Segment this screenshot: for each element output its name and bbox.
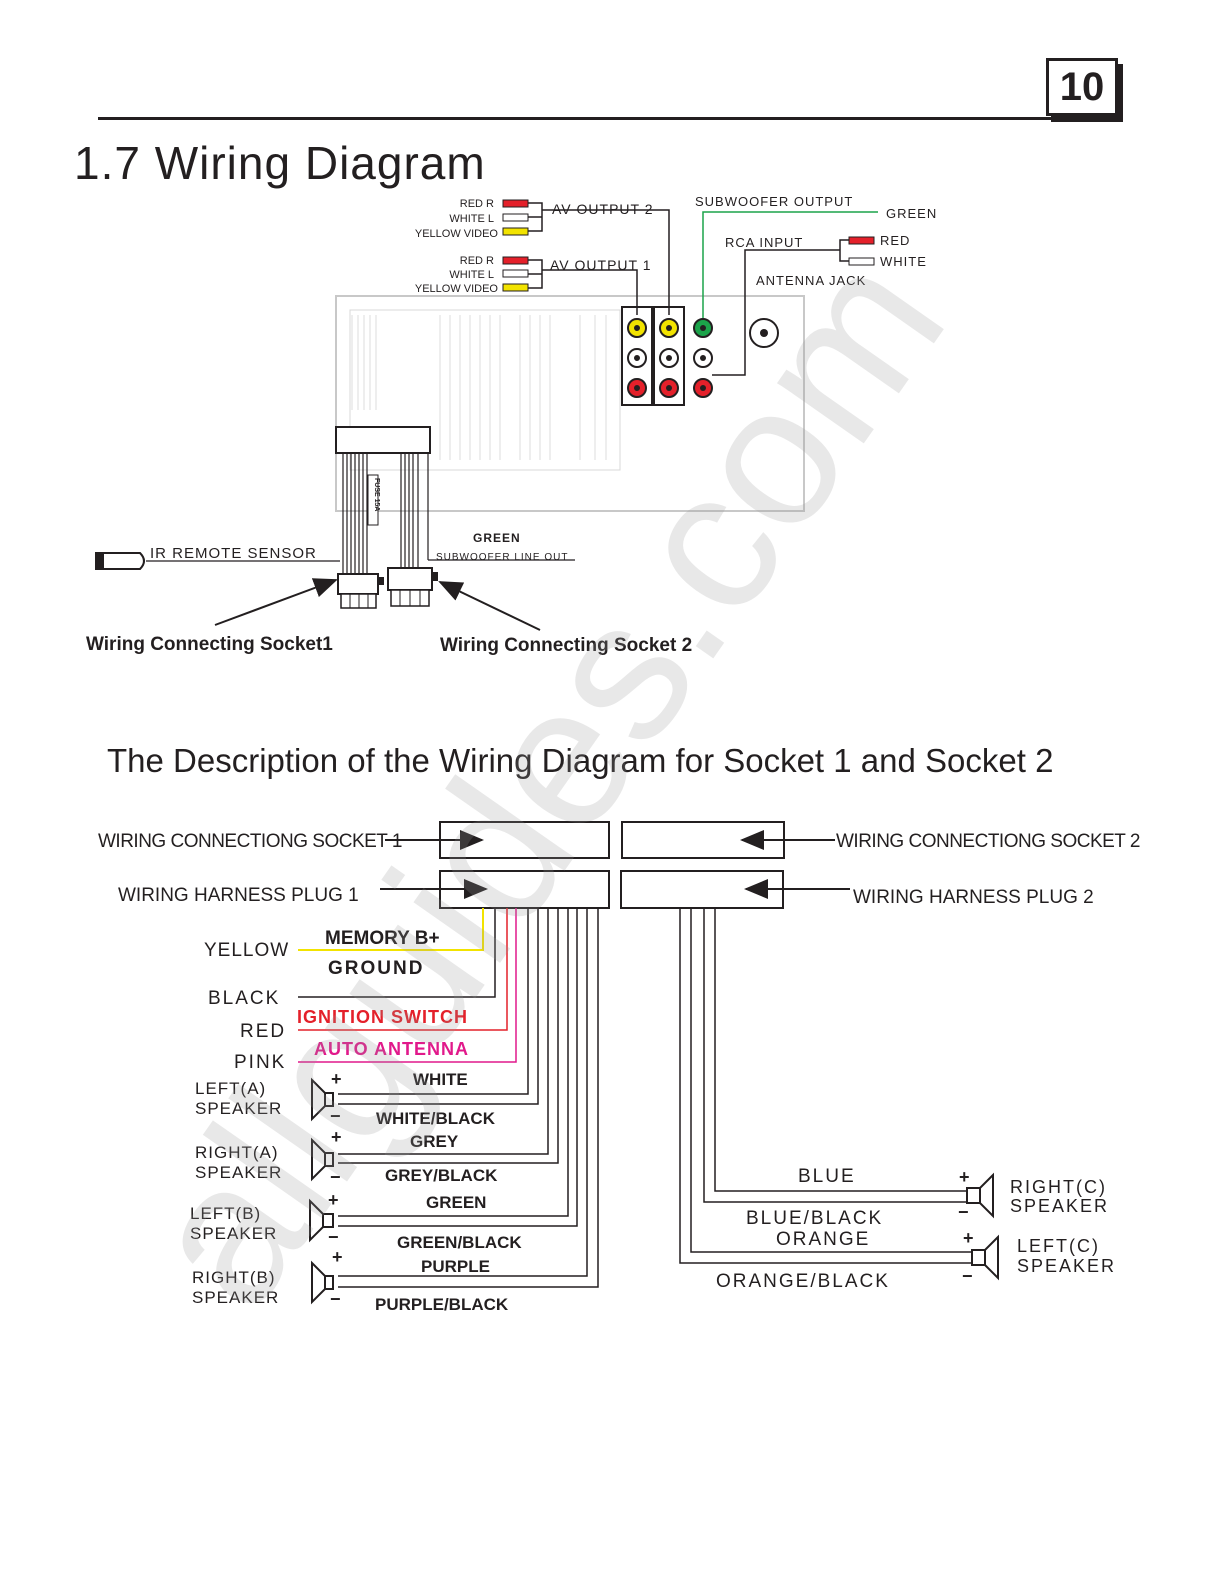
- diagram-subtitle: The Description of the Wiring Diagram fo…: [107, 742, 1054, 779]
- ir-remote-sensor: IR REMOTE SENSOR: [95, 545, 340, 570]
- plug1-wires: [298, 908, 599, 1288]
- wire-orange-black: ORANGE/BLACK: [716, 1271, 890, 1292]
- wire-color-pink: PINK: [234, 1052, 286, 1073]
- svg-text:−: −: [330, 1289, 341, 1309]
- header-rule: [98, 117, 1106, 120]
- subwoofer-output-color: GREEN: [886, 206, 937, 221]
- left-speakers: + − LEFT(A) SPEAKER WHITE WHITE/BLACK + …: [190, 1069, 522, 1314]
- svg-text:+: +: [963, 1228, 974, 1248]
- wire-green: GREEN: [426, 1193, 486, 1212]
- wire-function-ignition: IGNITION SWITCH: [297, 1007, 468, 1027]
- wire-white: WHITE: [413, 1070, 468, 1089]
- svg-text:+: +: [331, 1069, 342, 1089]
- svg-text:−: −: [958, 1202, 969, 1222]
- av-output-2: RED R WHITE L YELLOW VIDEO AV OUTPUT 2: [415, 198, 670, 315]
- speaker-left-b-line1: LEFT(B): [190, 1204, 261, 1223]
- page-number: 10: [1046, 58, 1118, 116]
- speaker-left-c-line1: LEFT(C): [1017, 1236, 1100, 1256]
- left-wire-labels: YELLOW MEMORY B+ BLACK GROUND RED IGNITI…: [204, 928, 469, 1073]
- speaker-right-a-line2: SPEAKER: [195, 1163, 282, 1182]
- wire-purple-black: PURPLE/BLACK: [375, 1295, 509, 1314]
- rca-input: RCA INPUT RED WHITE ANTENNA JACK: [712, 233, 927, 376]
- right-speakers: + − RIGHT(C) SPEAKER BLUE BLUE/BLACK + −…: [716, 1166, 1116, 1292]
- plug1-label: WIRING HARNESS PLUG 1: [118, 885, 359, 906]
- wire-color-black: BLACK: [208, 988, 280, 1009]
- socket1-label: WIRING CONNECTIONG SOCKET 1: [98, 831, 402, 852]
- av1-white-label: WHITE L: [449, 269, 494, 281]
- svg-text:−: −: [962, 1266, 973, 1286]
- speaker-left-b-line2: SPEAKER: [190, 1224, 277, 1243]
- socket-callouts: Wiring Connecting Socket1 Wiring Connect…: [86, 578, 692, 656]
- wire-green-black: GREEN/BLACK: [397, 1233, 522, 1252]
- rca-jacks: [627, 318, 779, 398]
- av-output-2-label: AV OUTPUT 2: [552, 201, 654, 217]
- svg-text:+: +: [331, 1127, 342, 1147]
- speaker-right-a-line1: RIGHT(A): [195, 1143, 279, 1162]
- wire-function-memory: MEMORY B+: [325, 928, 440, 949]
- wire-color-yellow: YELLOW: [204, 940, 289, 961]
- wire-blue: BLUE: [798, 1166, 856, 1187]
- speaker-right-b-line1: RIGHT(B): [192, 1268, 276, 1287]
- rca-red-label: RED: [880, 233, 910, 248]
- wire-grey-black: GREY/BLACK: [385, 1166, 498, 1185]
- svg-text:−: −: [328, 1227, 339, 1247]
- subwoofer-output: SUBWOOFER OUTPUT GREEN: [695, 194, 937, 318]
- svg-text:+: +: [959, 1167, 970, 1187]
- svg-text:+: +: [328, 1190, 339, 1210]
- av-output-1: RED R WHITE L YELLOW VIDEO AV OUTPUT 1: [415, 255, 652, 315]
- section-title: 1.7 Wiring Diagram: [74, 137, 486, 189]
- av2-red-label: RED R: [460, 198, 494, 210]
- rca-white-label: WHITE: [880, 254, 927, 269]
- wire-function-antenna: AUTO ANTENNA: [314, 1039, 469, 1059]
- wire-orange: ORANGE: [776, 1229, 870, 1250]
- svg-text:+: +: [332, 1247, 343, 1267]
- socket2-callout: Wiring Connecting Socket 2: [440, 635, 692, 656]
- av1-yellow-label: YELLOW VIDEO: [415, 283, 499, 295]
- rca-input-label: RCA INPUT: [725, 235, 803, 250]
- socket1-callout: Wiring Connecting Socket1: [86, 634, 333, 655]
- av-output-1-label: AV OUTPUT 1: [550, 257, 652, 273]
- av1-red-label: RED R: [460, 255, 494, 267]
- subwoofer-line-out-color: GREEN: [473, 531, 521, 545]
- speaker-right-b-line2: SPEAKER: [192, 1288, 279, 1307]
- ir-remote-sensor-label: IR REMOTE SENSOR: [150, 545, 317, 562]
- wiring-harness: FUSE 15A GREEN SUBWOOFER LINE OUT: [335, 426, 575, 609]
- speaker-right-c-line2: SPEAKER: [1010, 1196, 1109, 1216]
- wire-white-black: WHITE/BLACK: [376, 1109, 496, 1128]
- av2-white-label: WHITE L: [449, 213, 494, 225]
- plug2-wires: [679, 908, 972, 1264]
- fuse-label: FUSE 15A: [373, 478, 380, 511]
- antenna-jack-label: ANTENNA JACK: [756, 273, 866, 288]
- speaker-left-c-line2: SPEAKER: [1017, 1256, 1116, 1276]
- wire-color-red: RED: [240, 1021, 286, 1042]
- svg-text:−: −: [330, 1106, 341, 1126]
- plug2-label: WIRING HARNESS PLUG 2: [853, 887, 1094, 908]
- subwoofer-output-label: SUBWOOFER OUTPUT: [695, 194, 853, 209]
- head-unit: [335, 295, 805, 512]
- speaker-right-c-line1: RIGHT(C): [1010, 1177, 1107, 1197]
- subwoofer-line-out-label: SUBWOOFER LINE OUT: [436, 552, 568, 563]
- speaker-left-a-line2: SPEAKER: [195, 1099, 282, 1118]
- svg-text:−: −: [330, 1167, 341, 1187]
- av2-yellow-label: YELLOW VIDEO: [415, 228, 499, 240]
- wire-grey: GREY: [410, 1132, 459, 1151]
- socket2-label: WIRING CONNECTIONG SOCKET 2: [836, 831, 1140, 852]
- speaker-left-a-line1: LEFT(A): [195, 1079, 266, 1098]
- wire-function-ground: GROUND: [328, 958, 424, 979]
- wire-purple: PURPLE: [421, 1257, 490, 1276]
- wire-blue-black: BLUE/BLACK: [746, 1208, 883, 1229]
- socket-boxes: WIRING CONNECTIONG SOCKET 1 WIRING CONNE…: [98, 821, 1140, 909]
